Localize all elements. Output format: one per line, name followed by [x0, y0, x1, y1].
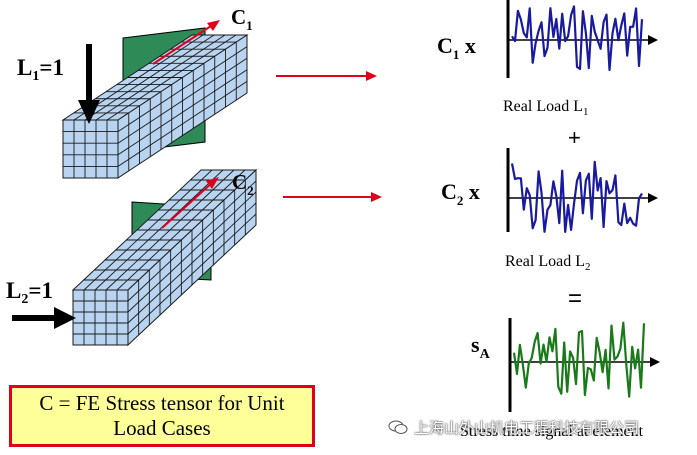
- flow-arrow-2: [283, 192, 382, 202]
- caption-real-load-1: Real Load L1: [503, 98, 588, 118]
- watermark: 上海山外山机电工程科技有限公司: [388, 416, 693, 438]
- coefficient-label-1: C1: [231, 5, 253, 33]
- note-line-2: Load Cases: [113, 416, 211, 440]
- coefficient-label-2: C2: [232, 170, 254, 198]
- signal-plot-c1: [506, 0, 658, 78]
- fe-beam-mesh-1: [61, 27, 249, 179]
- fe-beam-mesh-2: [71, 168, 258, 347]
- flow-arrow-1: [276, 71, 377, 81]
- load-arrow-1: [78, 44, 100, 124]
- signal-label-c2: C2 x: [441, 179, 480, 208]
- note-box: C = FE Stress tensor for Unit Load Cases: [9, 385, 315, 447]
- plus-operator: +: [568, 125, 581, 150]
- coefficient-arrow-1: [152, 20, 220, 65]
- coefficient-arrow-2: [161, 177, 219, 229]
- load-arrow-2: [12, 307, 76, 329]
- watermark-text: 上海山外山机电工程科技有限公司: [414, 418, 640, 437]
- signal-label-c1: C1 x: [437, 33, 476, 62]
- signal-label-sa: sA: [471, 332, 491, 362]
- caption-stress-signal: Stress time signal at element: [460, 423, 644, 440]
- signal-plot-c2: [506, 148, 658, 233]
- load-label-1: L1=1: [17, 55, 64, 84]
- caption-real-load-2: Real Load L2: [505, 253, 590, 273]
- wechat-logo-icon: [388, 420, 408, 434]
- equals-operator: =: [568, 285, 582, 312]
- signal-plot-sa: [508, 318, 660, 412]
- note-line-1: C = FE Stress tensor for Unit: [39, 391, 285, 415]
- load-label-2: L2=1: [6, 278, 53, 307]
